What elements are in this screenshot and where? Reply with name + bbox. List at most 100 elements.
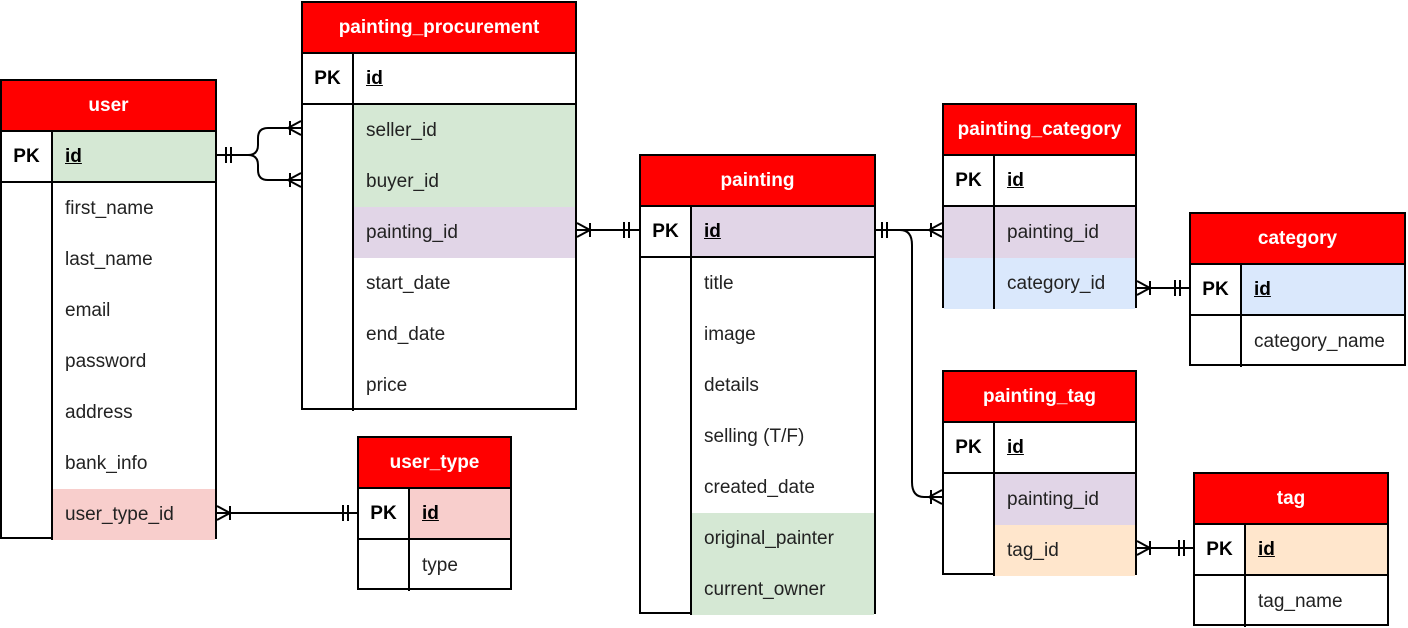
painting-procurement-id: id bbox=[366, 67, 383, 89]
entity-user-title: user bbox=[2, 81, 215, 132]
pt-tag-id: tag_id bbox=[995, 525, 1135, 576]
field-row: painting_id bbox=[303, 207, 575, 258]
field-row: bank_info bbox=[2, 438, 215, 489]
pk-label: PK bbox=[944, 423, 995, 472]
user-type-pk-row: PK id bbox=[359, 489, 510, 540]
user-email: email bbox=[65, 299, 111, 321]
entity-user-type-title: user_type bbox=[359, 438, 510, 489]
field-row: selling (T/F) bbox=[641, 411, 874, 462]
pk-label: PK bbox=[1195, 525, 1246, 574]
painting-title: title bbox=[704, 272, 734, 294]
field-row: type bbox=[359, 540, 510, 591]
painting-original-painter: original_painter bbox=[692, 513, 874, 564]
painting-image: image bbox=[704, 323, 756, 345]
field-row: last_name bbox=[2, 234, 215, 285]
category-id: id bbox=[1254, 278, 1271, 300]
field-row: tag_id bbox=[944, 525, 1135, 576]
pp-end-date: end_date bbox=[366, 323, 446, 345]
tag-name: tag_name bbox=[1258, 590, 1343, 612]
tag-pk-row: PK id bbox=[1195, 525, 1387, 576]
field-row: first_name bbox=[2, 183, 215, 234]
pp-price: price bbox=[366, 374, 408, 396]
painting-current-owner: current_owner bbox=[692, 564, 874, 615]
pp-painting-id: painting_id bbox=[354, 207, 575, 258]
field-row: details bbox=[641, 360, 874, 411]
pc-category-id: category_id bbox=[1007, 272, 1106, 294]
field-row: created_date bbox=[641, 462, 874, 513]
category-pk-row: PK id bbox=[1191, 265, 1404, 316]
pt-painting-id: painting_id bbox=[995, 474, 1135, 525]
entity-painting-tag[interactable]: painting_tag PK id painting_id tag_id bbox=[942, 370, 1137, 576]
user-last-name: last_name bbox=[65, 248, 153, 270]
user-id: id bbox=[53, 132, 215, 181]
relation-user-procurement bbox=[217, 120, 302, 188]
entity-user[interactable]: user PK id first_name last_name email pa… bbox=[0, 79, 217, 540]
painting-selling: selling (T/F) bbox=[704, 425, 805, 447]
entity-user-type[interactable]: user_type PK id type bbox=[357, 436, 512, 591]
user-password: password bbox=[65, 350, 147, 372]
field-row: original_painter bbox=[641, 513, 874, 564]
entity-tag-title: tag bbox=[1195, 474, 1387, 525]
field-row: user_type_id bbox=[2, 489, 215, 540]
user-pk-row: PK id bbox=[2, 132, 215, 183]
relation-paintingtag-tag bbox=[1136, 540, 1193, 556]
user-bank-info: bank_info bbox=[65, 452, 148, 474]
painting-id: id bbox=[692, 207, 874, 256]
entity-painting-category[interactable]: painting_category PK id painting_id cate… bbox=[942, 103, 1137, 309]
user-address: address bbox=[65, 401, 133, 423]
entity-painting-procurement-title: painting_procurement bbox=[303, 3, 575, 54]
pk-label: PK bbox=[641, 207, 692, 256]
user-type-type: type bbox=[422, 554, 458, 576]
painting-category-pk-row: PK id bbox=[944, 156, 1135, 207]
entity-painting-category-title: painting_category bbox=[944, 105, 1135, 156]
pk-label: PK bbox=[359, 489, 410, 538]
entity-painting[interactable]: painting PK id title image details selli… bbox=[639, 154, 876, 615]
field-row: email bbox=[2, 285, 215, 336]
painting-tag-pk-row: PK id bbox=[944, 423, 1135, 474]
pk-label: PK bbox=[2, 132, 53, 181]
relation-painting-paintingtag bbox=[899, 229, 943, 505]
entity-painting-procurement[interactable]: painting_procurement PK id seller_id buy… bbox=[301, 1, 577, 411]
field-row: title bbox=[641, 258, 874, 309]
relation-painting-paintingcategory bbox=[876, 222, 943, 238]
pp-start-date: start_date bbox=[366, 272, 451, 294]
field-row: address bbox=[2, 387, 215, 438]
field-row: category_name bbox=[1191, 316, 1404, 367]
field-row: painting_id bbox=[944, 207, 1135, 258]
pk-label: PK bbox=[1191, 265, 1242, 314]
relation-procurement-painting bbox=[576, 222, 639, 238]
field-row: current_owner bbox=[641, 564, 874, 615]
painting-details: details bbox=[704, 374, 759, 396]
field-row: end_date bbox=[303, 309, 575, 360]
pk-label: PK bbox=[944, 156, 995, 205]
painting-pk-row: PK id bbox=[641, 207, 874, 258]
painting-tag-id: id bbox=[1007, 436, 1024, 458]
category-name: category_name bbox=[1254, 330, 1385, 352]
painting-created-date: created_date bbox=[704, 476, 815, 498]
relation-user-usertype bbox=[216, 505, 357, 521]
entity-painting-tag-title: painting_tag bbox=[944, 372, 1135, 423]
user-first-name: first_name bbox=[65, 197, 154, 219]
field-row: image bbox=[641, 309, 874, 360]
painting-category-id: id bbox=[1007, 169, 1024, 191]
field-row: painting_id bbox=[944, 474, 1135, 525]
field-row: start_date bbox=[303, 258, 575, 309]
user-type-id: id bbox=[410, 489, 510, 538]
field-row: category_id bbox=[944, 258, 1135, 309]
pc-painting-id: painting_id bbox=[1007, 221, 1099, 243]
field-row: price bbox=[303, 360, 575, 411]
painting-procurement-pk-row: PK id bbox=[303, 54, 575, 105]
field-row: buyer_id bbox=[303, 156, 575, 207]
entity-category-title: category bbox=[1191, 214, 1404, 265]
tag-id: id bbox=[1246, 525, 1387, 574]
field-row: password bbox=[2, 336, 215, 387]
pp-seller-id: seller_id bbox=[354, 105, 575, 156]
field-row: seller_id bbox=[303, 105, 575, 156]
relation-paintingcategory-category bbox=[1136, 280, 1189, 296]
entity-category[interactable]: category PK id category_name bbox=[1189, 212, 1406, 367]
pk-label: PK bbox=[303, 54, 354, 103]
user-user-type-id: user_type_id bbox=[53, 489, 215, 540]
field-row: tag_name bbox=[1195, 576, 1387, 627]
entity-painting-title: painting bbox=[641, 156, 874, 207]
entity-tag[interactable]: tag PK id tag_name bbox=[1193, 472, 1389, 627]
